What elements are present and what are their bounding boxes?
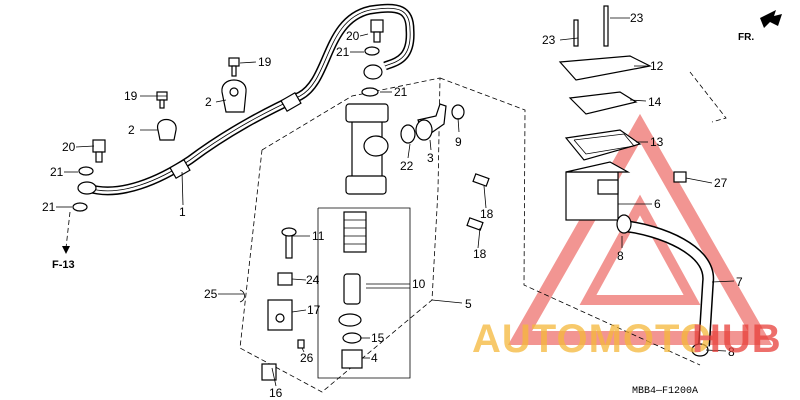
callout-21-d: 21	[42, 200, 56, 214]
callout-19-lower: 19	[124, 89, 138, 103]
callout-18-lower: 18	[473, 247, 487, 261]
callout-13: 13	[650, 135, 664, 149]
bolt-20-lower	[92, 139, 106, 163]
callout-20-upper: 20	[346, 29, 360, 43]
hose-clamp-lower	[157, 118, 177, 141]
diaphragm	[564, 129, 642, 161]
callout-19-upper: 19	[258, 55, 272, 69]
seal-9	[451, 104, 465, 120]
bolt-18-lower	[466, 217, 484, 231]
callout-5: 5	[465, 297, 472, 311]
reservoir-hose	[623, 220, 715, 347]
assembly-outline	[239, 71, 727, 393]
callout-17: 17	[307, 303, 321, 317]
callout-1: 1	[179, 205, 186, 219]
part-callouts: 1 2 2 3 4 5 6 7 8 8 9 10 11 12 13 14 15 …	[42, 11, 743, 400]
bolt-27	[673, 171, 687, 183]
hose-clip-upper	[616, 214, 632, 234]
callout-25: 25	[204, 287, 218, 301]
bolt-20-upper	[370, 19, 384, 43]
diaphragm-plate	[568, 91, 638, 115]
joint-pin	[297, 339, 305, 349]
hose-clamp-upper	[221, 79, 247, 113]
bolt-19-lower	[156, 91, 168, 109]
master-cylinder-body	[345, 103, 389, 195]
callout-21-a: 21	[336, 45, 350, 59]
callout-9: 9	[455, 135, 462, 149]
callout-6: 6	[654, 197, 661, 211]
callout-21-b: 21	[394, 85, 408, 99]
callout-11: 11	[312, 229, 325, 243]
callout-23-right: 23	[630, 11, 644, 25]
callout-10: 10	[412, 277, 426, 291]
o-ring	[400, 124, 416, 144]
piston-kit	[338, 211, 367, 369]
callout-27: 27	[714, 176, 728, 190]
clip-16	[261, 363, 277, 381]
callout-15: 15	[371, 331, 385, 345]
bolt-18-upper	[472, 173, 490, 187]
reservoir-screws	[573, 5, 609, 47]
hose-assembly	[77, 3, 415, 196]
callout-14: 14	[648, 95, 662, 109]
callout-22: 22	[400, 159, 414, 173]
watermark-text-b: HUB	[692, 317, 782, 361]
callout-24: 24	[306, 273, 320, 287]
callout-2-lower: 2	[128, 123, 135, 137]
sealing-washers	[72, 46, 380, 212]
callout-26: 26	[300, 351, 314, 365]
clevis	[267, 299, 293, 331]
cotter-pin	[239, 289, 245, 303]
callout-12: 12	[650, 59, 664, 73]
callout-4: 4	[371, 351, 378, 365]
diagram-code: MBB4—F1200A	[632, 386, 698, 397]
callout-7: 7	[736, 275, 743, 289]
reservoir-cap	[558, 55, 652, 81]
pushrod	[281, 227, 297, 259]
direction-label: FR.	[738, 32, 754, 43]
callout-21-c: 21	[50, 165, 64, 179]
callout-8-lower: 8	[728, 345, 735, 359]
lock-nut	[277, 272, 293, 286]
front-direction-arrow	[760, 10, 782, 28]
reservoir-tank	[565, 161, 631, 221]
callout-16: 16	[269, 386, 283, 400]
callout-20-lower: 20	[62, 140, 76, 154]
bolt-19-upper	[228, 57, 240, 77]
callout-18-upper: 18	[480, 207, 494, 221]
watermark-text-a: AUTOMOTO	[472, 317, 712, 361]
callout-23-left: 23	[542, 33, 556, 47]
callout-3: 3	[427, 151, 434, 165]
watermark-text: AUTOMOTO HUB	[472, 317, 782, 361]
reference-arrow	[62, 211, 71, 254]
hose-joint	[415, 103, 447, 141]
leader-lines	[56, 17, 735, 387]
bracket-box	[317, 207, 411, 379]
callout-2-upper: 2	[205, 95, 212, 109]
reference-label: F-13	[52, 259, 75, 271]
callout-8-upper: 8	[617, 249, 624, 263]
